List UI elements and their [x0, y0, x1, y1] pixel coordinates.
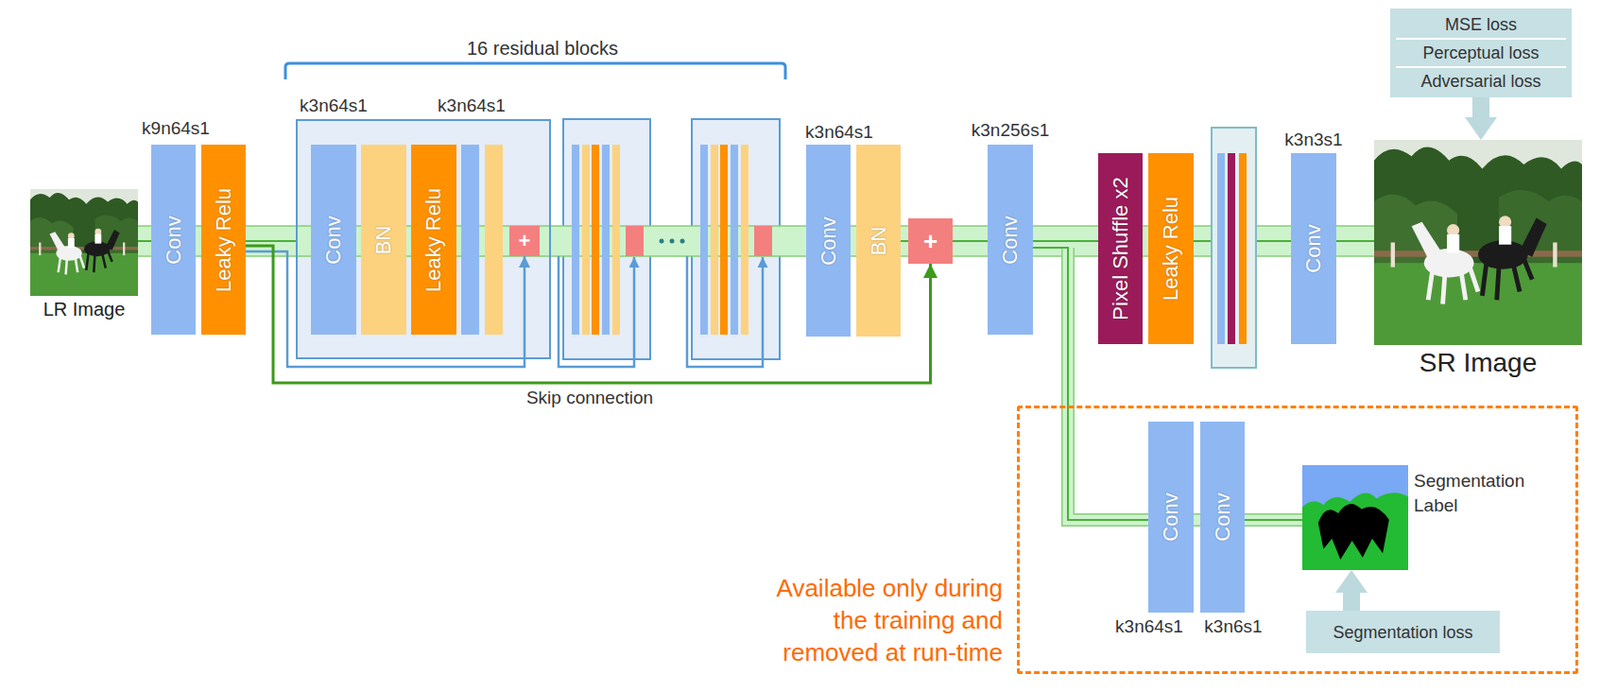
conv-layer: Conv: [1200, 421, 1245, 613]
connector: [137, 240, 152, 242]
loss-name: Perceptual loss: [1395, 37, 1566, 67]
loss-box: Segmentation loss: [1306, 610, 1500, 654]
layer-name: Conv: [816, 216, 842, 265]
layer-spec: k3n64s1: [437, 95, 506, 117]
layer-name: Conv: [161, 215, 187, 264]
output-image: SR Image: [1374, 139, 1583, 345]
bn-stripe: [710, 144, 719, 335]
residual-block: Conv BN Leaky Relu +: [295, 119, 551, 360]
relu-stripe: [1238, 153, 1247, 345]
input-photo: [30, 189, 138, 296]
leaky-relu-layer: Leaky Relu: [201, 144, 246, 335]
layer-spec: k9n64s1: [141, 118, 210, 139]
bn-stripe: [740, 144, 749, 335]
conv-stripe: [1217, 153, 1225, 345]
layer-name: Conv: [1158, 492, 1184, 541]
layer-name: BN: [371, 224, 396, 255]
layer-spec: k3n256s1: [971, 120, 1050, 141]
layer-name: Conv: [1301, 223, 1326, 273]
loss-name: MSE loss: [1395, 11, 1566, 38]
layer-name: Conv: [321, 215, 346, 264]
connectors: [137, 97, 1481, 611]
relu-stripe: [720, 144, 728, 335]
connector: [1342, 592, 1360, 611]
bn-stripe: [582, 144, 590, 335]
conv-layer: Conv: [151, 144, 196, 335]
training-only-region: Conv Conv Segmentation LabelSegmentation l…: [1016, 405, 1579, 674]
sum-square: [625, 225, 644, 257]
layer-name: Leaky Relu: [1158, 196, 1184, 301]
block-fill: [295, 119, 551, 360]
conv-stripe: [571, 144, 580, 335]
group-label: 16 residual blocks: [466, 37, 619, 60]
sum-node: +: [509, 225, 541, 257]
sum-sign: +: [923, 226, 938, 257]
edge-label: Skip connection: [523, 387, 656, 409]
conv-stripe: [700, 144, 708, 335]
layer-spec: k3n64s1: [805, 121, 874, 143]
image-caption: Segmentation Label: [1413, 468, 1556, 517]
output-photo: [1374, 139, 1583, 345]
group-bracket: [285, 63, 786, 80]
image-caption: SR Image: [1419, 347, 1538, 379]
conv-stripe: [730, 144, 739, 335]
conv-layer: Conv: [806, 144, 851, 337]
input-image: LR Image: [30, 189, 138, 296]
conv-stripe: [461, 144, 480, 335]
batchnorm-layer: BN: [856, 144, 901, 337]
pixel-shuffle-stripe: [1227, 153, 1236, 345]
segmentation-map: [1302, 464, 1409, 570]
connector: [245, 240, 296, 242]
connector: [900, 240, 909, 242]
conv-layer: Conv: [310, 144, 357, 335]
bn-stripe: [484, 144, 503, 335]
ellipsis-dot: [670, 239, 675, 244]
layer-spec: k3n6s1: [1204, 616, 1262, 637]
layer-stripes: [461, 144, 773, 335]
leaky-relu-layer: Leaky Relu: [411, 144, 457, 335]
segmentation-image: Segmentation Label: [1302, 464, 1409, 570]
layer-spec: k3n3s1: [1284, 129, 1342, 151]
layer-name: Pixel Shuffle x2: [1108, 176, 1134, 320]
residual-block-outline: [691, 119, 780, 360]
layer-name: Conv: [997, 215, 1023, 264]
sum-square: [754, 225, 773, 257]
connector: [1336, 240, 1375, 242]
region-note: Available only during the training and r…: [755, 571, 1003, 669]
layer-name: Leaky Relu: [211, 187, 237, 292]
batchnorm-layer: BN: [361, 144, 407, 335]
loss-name: Segmentation loss: [1332, 621, 1473, 642]
sum-sign: +: [518, 228, 532, 254]
sum-node: +: [908, 218, 953, 264]
layer-spec: k3n64s1: [299, 95, 368, 117]
connector: [1472, 97, 1490, 118]
connector: [952, 240, 988, 242]
connector: [1032, 240, 1099, 242]
leaky-relu-layer: Leaky Relu: [1148, 153, 1194, 345]
conv-layer: Conv: [1290, 153, 1337, 345]
upsample-block-outline: [1211, 127, 1256, 368]
bn-stripe: [612, 144, 620, 335]
pixel-shuffle-layer: Pixel Shuffle x2: [1098, 153, 1143, 345]
conv-stripe: [602, 144, 610, 335]
image-caption: LR Image: [43, 298, 126, 321]
loss-name: Adversarial loss: [1395, 66, 1566, 95]
conv-layer: Conv: [1148, 421, 1194, 613]
loss-box: MSE lossPerceptual lossAdversarial loss: [1390, 8, 1572, 98]
layer-name: Leaky Relu: [421, 187, 447, 292]
ellipsis-dot: [659, 239, 665, 244]
residual-block-outline: [563, 119, 651, 360]
layer-name: Conv: [1210, 492, 1236, 541]
connector: [1244, 518, 1303, 521]
layer-name: BN: [866, 225, 892, 256]
ellipsis-dot: [680, 239, 686, 244]
layer-spec: k3n64s1: [1115, 616, 1184, 637]
conv-layer: Conv: [987, 144, 1033, 335]
relu-stripe: [591, 144, 600, 335]
